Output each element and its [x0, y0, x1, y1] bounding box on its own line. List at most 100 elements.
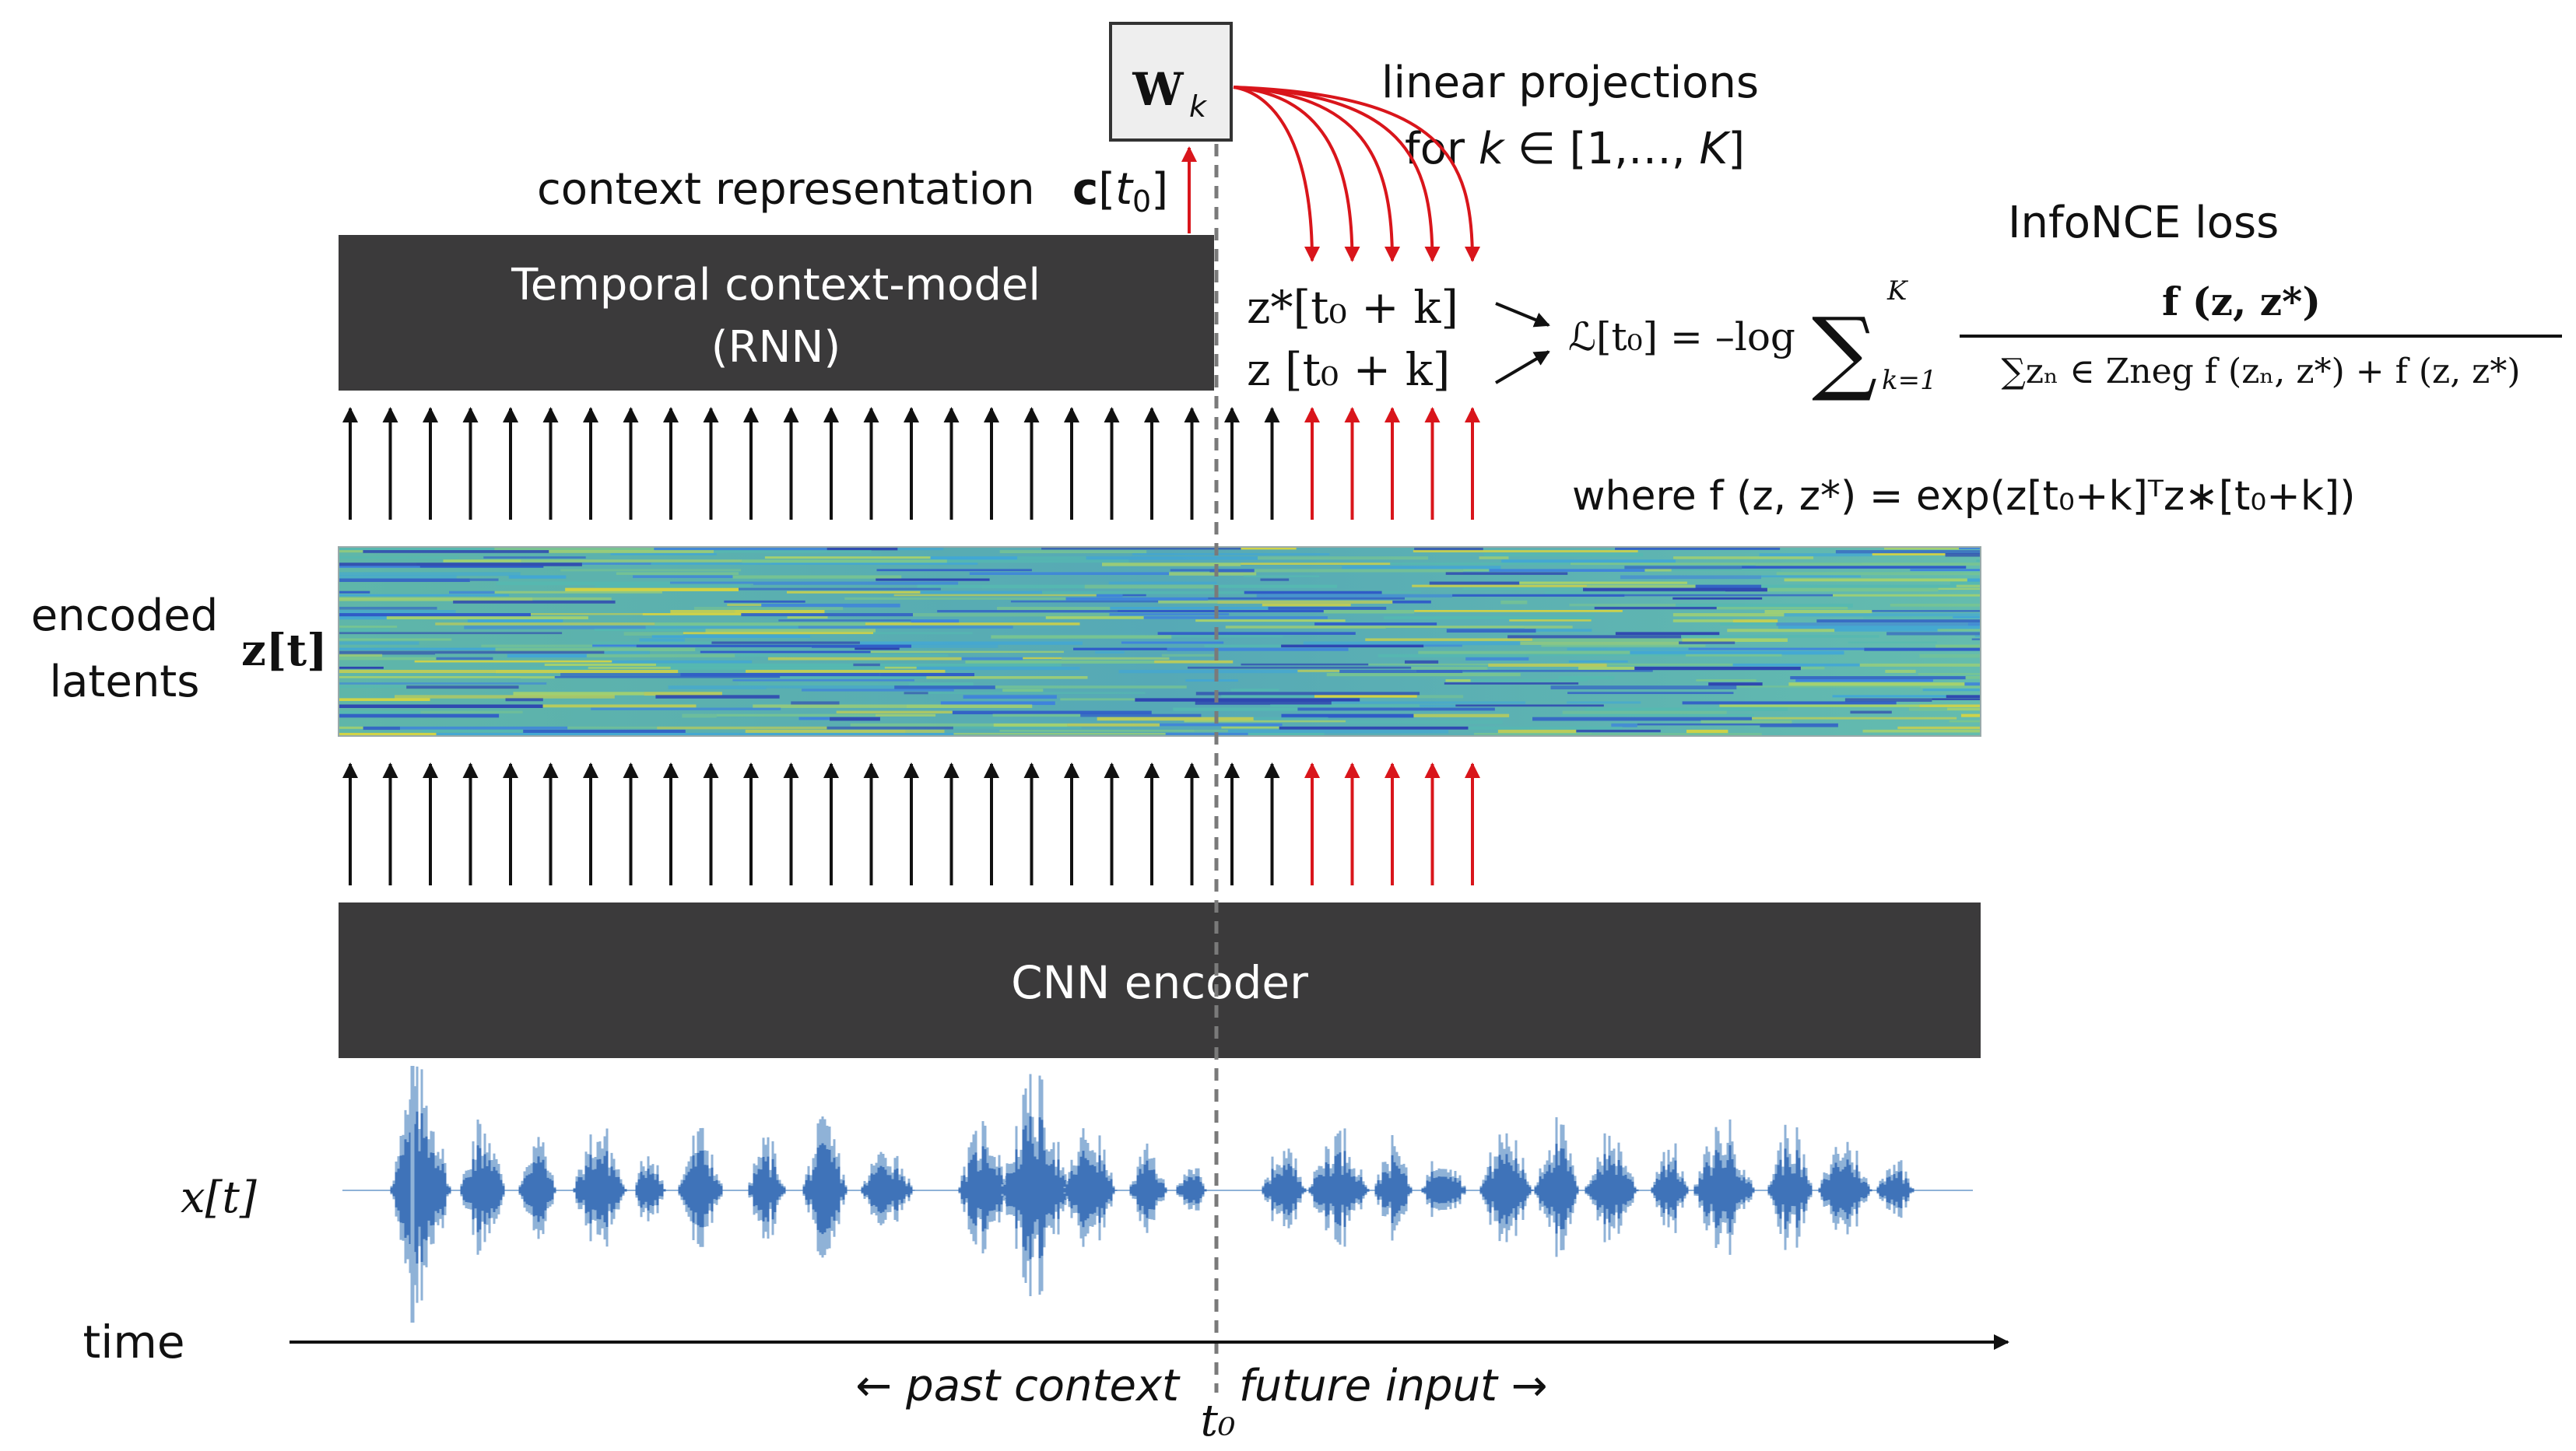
heatmap-cell [969, 572, 1170, 575]
heatmap-cell [1567, 647, 1689, 651]
heatmap-cell [1262, 603, 1351, 607]
heatmap-cell [1101, 563, 1241, 566]
heatmap-cell [995, 685, 1187, 689]
heatmap-cell [339, 563, 417, 566]
heatmap-cell [1160, 723, 1283, 727]
future-input-label: future input → [1239, 1361, 1548, 1411]
heatmap-cell [1644, 569, 1672, 572]
heatmap-cell [1452, 594, 1625, 597]
heatmap-cell [1331, 701, 1526, 704]
heatmap-cell [1550, 685, 1737, 690]
heatmap-cell [1615, 632, 1720, 636]
heatmap-cell [1195, 701, 1332, 705]
heatmap-cell [1578, 666, 1635, 670]
heatmap-cell [1936, 644, 1981, 648]
heatmap-cell [1412, 584, 1587, 587]
heatmap-cell [1470, 679, 1588, 682]
heatmap-cell [875, 713, 936, 717]
heatmap-cell [612, 660, 753, 664]
heatmap-cell [1390, 563, 1571, 565]
heatmap-cell [1850, 710, 1892, 714]
heatmap-cell [1761, 584, 1957, 588]
heatmap-cell [965, 660, 1155, 664]
heatmap-cell [1323, 610, 1415, 614]
heatmap-cell [1429, 581, 1520, 585]
heatmap-cell [1270, 704, 1420, 707]
heatmap-cell [1885, 669, 1916, 673]
heatmap-cell [1630, 650, 1844, 655]
heatmap-cell [1755, 563, 1862, 567]
heatmap-cell [1109, 613, 1230, 616]
heatmap-cell [1760, 723, 1838, 727]
heatmap-cell [339, 613, 531, 617]
heatmap-cell [1096, 594, 1123, 598]
heatmap-cell [920, 591, 1042, 594]
heatmap-cell [496, 581, 670, 586]
heatmap-cell [1708, 682, 1763, 686]
latents-label-line2: latents [50, 657, 200, 707]
context-representation-label: context representation [537, 164, 1035, 215]
projection-arrows [1233, 86, 1480, 262]
heatmap-cell [1002, 689, 1044, 692]
heatmap-cell [1342, 566, 1501, 570]
projection-arrow [1233, 86, 1360, 262]
heatmap-cell [1919, 654, 1981, 658]
heatmap-cell [1465, 657, 1529, 661]
heatmap-cell [1195, 619, 1346, 622]
heatmap-cell [780, 676, 927, 679]
heatmap-cell [836, 710, 953, 714]
heatmap-cell [339, 647, 496, 650]
heatmap-cell [339, 666, 384, 669]
heatmap-cell [669, 581, 753, 584]
heatmap-cell [1204, 644, 1282, 647]
heatmap-cell [1945, 553, 1981, 557]
score-function-definition: where f (z, z*) = exp(z[t₀+k]ᵀz∗[t₀+k]) [1572, 473, 2356, 520]
heatmap-cell [1260, 578, 1290, 581]
heatmap-cell [1462, 587, 1584, 591]
heatmap-cell [529, 666, 588, 671]
heatmap-cell [586, 654, 735, 657]
heatmap-cell [1959, 547, 1981, 550]
heatmap-cell [1736, 685, 1921, 688]
heatmap-cell [481, 644, 593, 647]
heatmap-cell [873, 632, 973, 635]
heatmap-cell [991, 635, 1172, 639]
heatmap-cell [1884, 547, 1960, 550]
heatmap-cell [505, 698, 543, 702]
heatmap-cell [1964, 682, 1981, 686]
projection-arrow [1233, 86, 1480, 262]
heatmap-cell [1965, 676, 1981, 679]
heatmap-cell [1844, 698, 1932, 702]
heatmap-cell [1558, 676, 1615, 680]
heatmap-cell [1700, 720, 1792, 724]
heatmap-cell [1949, 720, 1981, 723]
heatmap-cell [1567, 701, 1641, 704]
heatmap-cell [911, 619, 960, 623]
heatmap-cell [1919, 704, 1981, 707]
rnn-box-line1: Temporal context-model [511, 260, 1041, 310]
heatmap-cell [1509, 619, 1592, 622]
heatmap-cell [1759, 553, 1872, 557]
heatmap-cell [1414, 610, 1623, 612]
heatmap-cell [916, 666, 1080, 671]
heatmap-cell [993, 723, 1068, 727]
heatmap-cell [1143, 616, 1328, 619]
heatmap-cell [419, 566, 544, 568]
heatmap-cell [363, 550, 549, 553]
heatmap-cell [778, 619, 911, 622]
heatmap-cell [1158, 600, 1218, 604]
heatmap-cell [1696, 679, 1757, 682]
heatmap-cell [453, 600, 616, 604]
heatmap-cell [1414, 547, 1483, 551]
heatmap-cell [464, 626, 646, 629]
heatmap-cell [1254, 569, 1463, 573]
heatmap-cell [339, 669, 496, 674]
heatmap-cell [339, 626, 398, 628]
heatmap-cell [1719, 704, 1920, 707]
heatmap-cell [1800, 666, 1825, 670]
heatmap-cell [1241, 563, 1391, 565]
sample-to-loss-arrow [1494, 350, 1550, 384]
heatmap-cell [339, 632, 563, 635]
heatmap-cell [1567, 692, 1734, 695]
heatmap-cell [642, 613, 742, 615]
